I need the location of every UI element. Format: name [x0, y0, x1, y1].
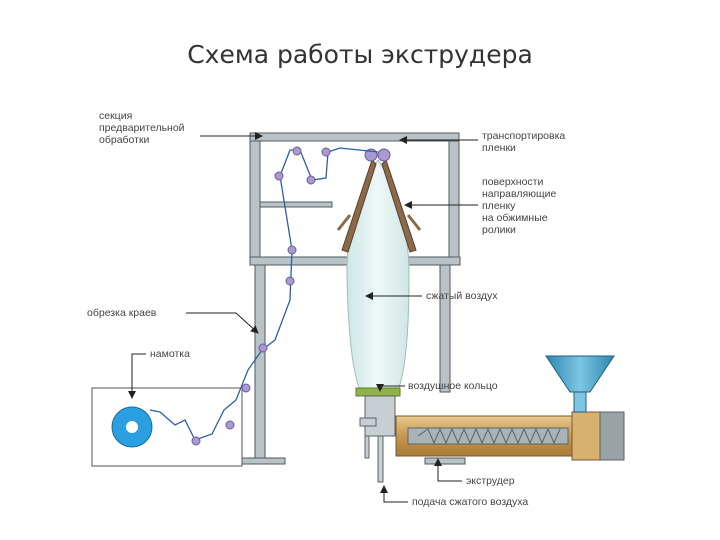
label-transport-2: пленки	[482, 142, 516, 154]
label-pretreat-2: предварительной	[99, 122, 185, 134]
label-pretreat-3: обработки	[99, 134, 150, 146]
hopper	[545, 355, 615, 413]
label-guide-1: поверхности	[482, 176, 544, 188]
label-winding: намотка	[150, 348, 190, 360]
film-reel	[111, 406, 153, 448]
label-edge-trim: обрезка краев	[87, 307, 157, 319]
film-bubble	[346, 159, 410, 391]
page-title: Схема работы экструдера	[187, 40, 533, 69]
label-guide-4: на обжимные	[482, 212, 548, 224]
extruder-barrel	[395, 411, 625, 461]
label-guide-5: ролики	[482, 224, 516, 236]
label-transport-1: транспортировка	[482, 130, 566, 142]
label-guide-3: пленку	[482, 200, 516, 212]
label-air-supply: подача сжатого воздуха	[412, 496, 529, 508]
collapsing-guides	[336, 159, 422, 253]
label-guide-2: направляющие	[482, 188, 557, 200]
label-pretreat-1: секция	[99, 110, 133, 122]
winding-box	[91, 387, 243, 467]
film-path	[149, 147, 379, 441]
guide-rollers	[191, 146, 331, 446]
leader-lines	[128, 132, 478, 503]
die-head	[359, 395, 396, 483]
label-extruder: экструдер	[466, 475, 515, 487]
label-compressed-air: сжатый воздух	[426, 290, 498, 302]
label-air-ring: воздушное кольцо	[408, 380, 498, 392]
air-ring	[355, 387, 401, 397]
